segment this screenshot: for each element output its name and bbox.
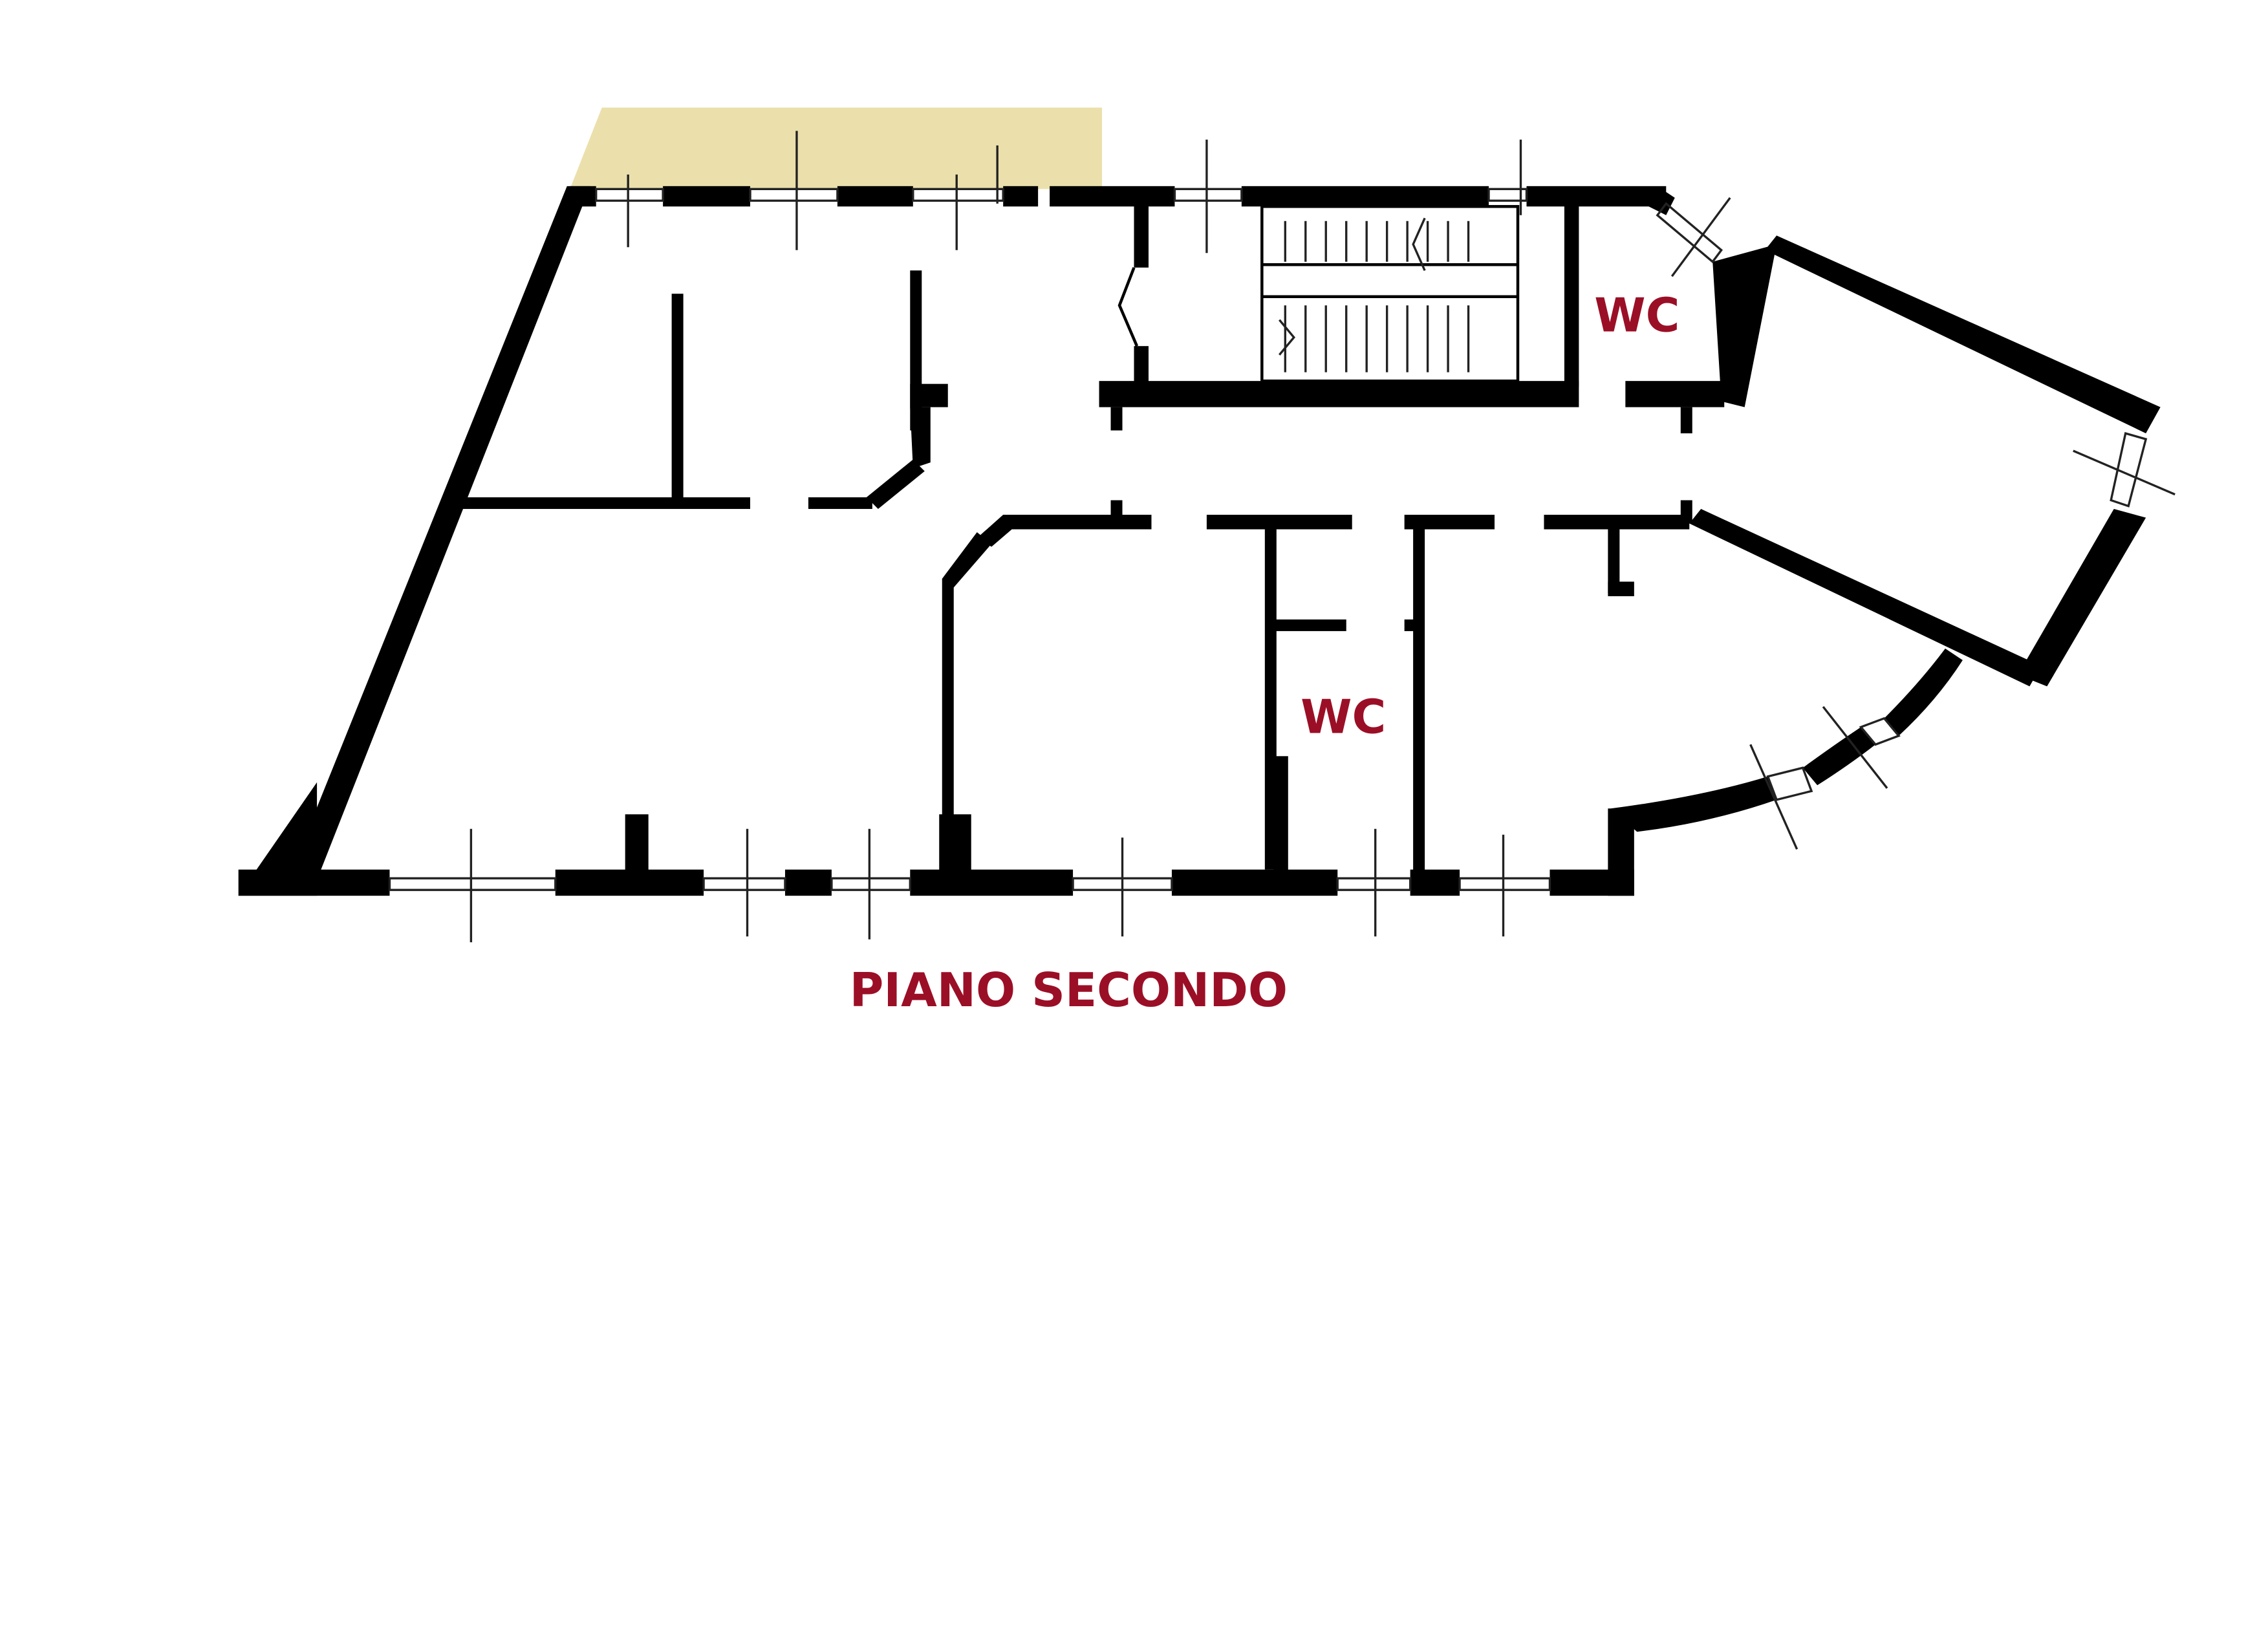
interior-walls xyxy=(442,203,1725,873)
staircase xyxy=(1260,205,1520,383)
windows xyxy=(388,131,2176,943)
terrace-area xyxy=(570,107,1103,189)
exterior-walls xyxy=(238,186,2161,896)
wc-label-lower: WC xyxy=(1301,689,1386,744)
door-swing xyxy=(1118,266,1139,347)
wc-label-upper: WC xyxy=(1594,288,1679,343)
floor-title: PIANO SECONDO xyxy=(850,963,1288,1017)
